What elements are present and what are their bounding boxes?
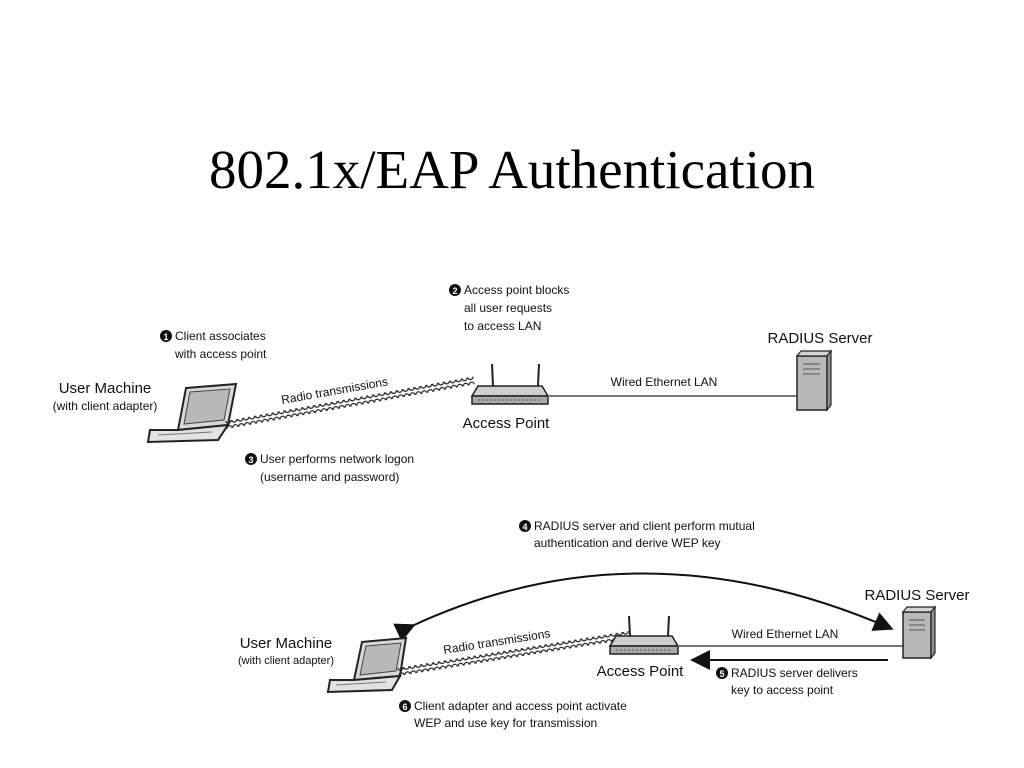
step-5-line-2: key to access point bbox=[731, 683, 834, 697]
step-2-number: 2 bbox=[452, 286, 457, 296]
radio-transmission-coil bbox=[225, 376, 475, 429]
access-point-icon bbox=[470, 363, 550, 405]
slide-title: 802.1x/EAP Authentication bbox=[209, 139, 815, 200]
access-point-label: Access Point bbox=[463, 415, 551, 432]
step-5-badge bbox=[716, 667, 728, 679]
step-4-line-1: RADIUS server and client perform mutual bbox=[534, 519, 755, 533]
step-2-line-3: to access LAN bbox=[464, 319, 541, 333]
user-machine-label-bottom: User Machine bbox=[240, 635, 333, 652]
step-5-number: 5 bbox=[719, 669, 724, 679]
step-6-badge bbox=[399, 700, 411, 712]
step-2-line-2: all user requests bbox=[464, 301, 552, 315]
access-point-icon-bottom bbox=[608, 615, 680, 655]
step-1-line-2: with access point bbox=[174, 347, 267, 361]
radius-server-label-bottom: RADIUS Server bbox=[864, 587, 969, 604]
step-6-line-2: WEP and use key for transmission bbox=[414, 716, 597, 730]
step-2-callout: 2 Access point blocks all user requests … bbox=[449, 283, 569, 333]
step-4-callout: 4 RADIUS server and client perform mutua… bbox=[519, 519, 755, 550]
step-3-line-1: User performs network logon bbox=[260, 452, 414, 466]
user-machine-sublabel-bottom: (with client adapter) bbox=[238, 655, 334, 667]
step-2-line-1: Access point blocks bbox=[464, 283, 569, 297]
step-5-callout: 5 RADIUS server delivers key to access p… bbox=[716, 666, 858, 697]
step-6-number: 6 bbox=[402, 702, 407, 712]
step-6-callout: 6 Client adapter and access point activa… bbox=[399, 699, 627, 730]
user-machine-sublabel: (with client adapter) bbox=[53, 399, 158, 413]
step-1-callout: 1 Client associates with access point bbox=[160, 329, 267, 361]
step-2-badge bbox=[449, 284, 461, 296]
step-3-callout: 3 User performs network logon (username … bbox=[245, 452, 414, 484]
wired-lan-label-bottom: Wired Ethernet LAN bbox=[732, 627, 839, 641]
step-3-line-2: (username and password) bbox=[260, 470, 399, 484]
user-machine-laptop-icon-bottom bbox=[326, 636, 408, 694]
radius-server-icon-bottom bbox=[901, 605, 937, 660]
step-4-line-2: authentication and derive WEP key bbox=[534, 536, 721, 550]
step-4-badge bbox=[519, 520, 531, 532]
radio-transmission-coil-bottom bbox=[397, 631, 630, 676]
user-machine-label: User Machine bbox=[59, 380, 152, 397]
step-6-line-1: Client adapter and access point activate bbox=[414, 699, 627, 713]
radius-server-icon bbox=[795, 349, 833, 412]
mutual-authentication-arrow bbox=[393, 572, 894, 642]
access-point-label-bottom: Access Point bbox=[597, 663, 685, 680]
user-machine-laptop-icon bbox=[146, 382, 238, 444]
step-1-badge bbox=[160, 330, 172, 342]
wired-lan-label: Wired Ethernet LAN bbox=[611, 375, 718, 389]
step-3-number: 3 bbox=[248, 455, 253, 465]
step-4-number: 4 bbox=[522, 522, 527, 532]
step-1-number: 1 bbox=[163, 332, 168, 342]
step-3-badge bbox=[245, 453, 257, 465]
radius-server-label: RADIUS Server bbox=[767, 330, 872, 347]
step-5-line-1: RADIUS server delivers bbox=[731, 666, 858, 680]
step-1-line-1: Client associates bbox=[175, 329, 266, 343]
